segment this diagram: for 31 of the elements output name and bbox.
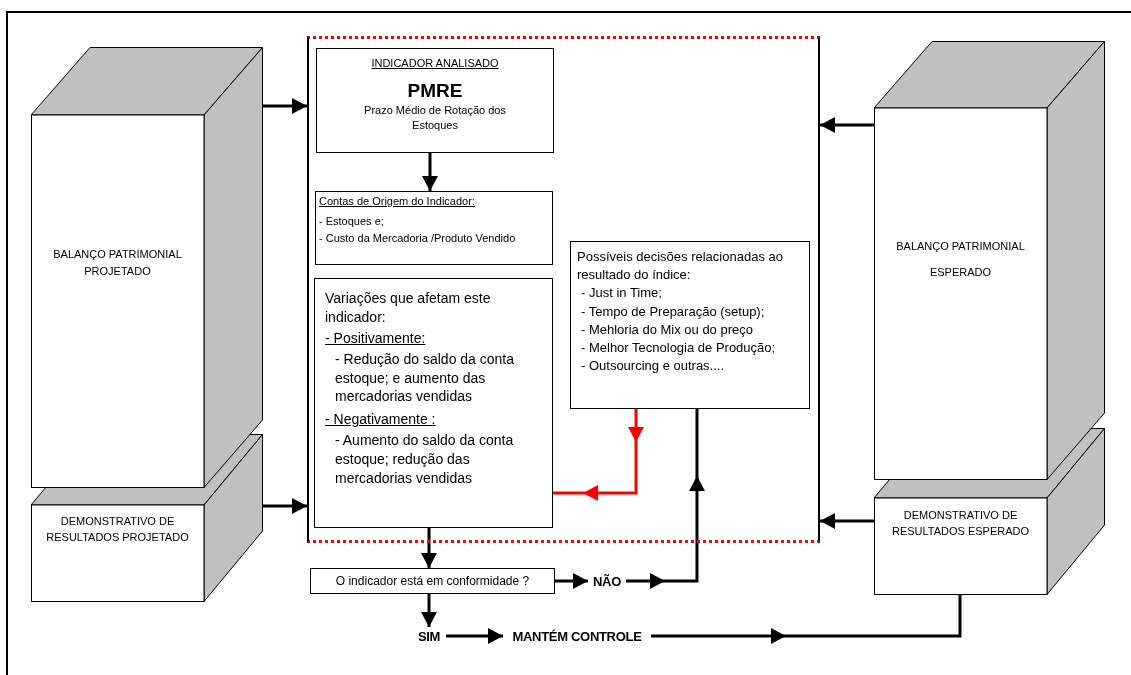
flow-label: NÃO	[588, 572, 626, 590]
process-box	[316, 48, 554, 153]
box-heading: Possíveis decisões relacionadas ao resultado do índice:	[577, 248, 784, 285]
flow-label: MANTÉM CONTROLE	[503, 627, 651, 645]
block-label: BALANÇO PATRIMONIAL ESPERADO	[895, 239, 1026, 281]
box-text: PMRE	[406, 78, 464, 103]
box-text: - Positivamente:	[325, 328, 427, 348]
question-text: O indicador está em conformidade ?	[335, 574, 530, 588]
box-heading: Contas de Origem do Indicador:	[319, 195, 476, 209]
box-text: - Outsourcing e outras....	[581, 357, 726, 376]
box-text: - Mehloria do Mix ou do preço	[581, 320, 754, 339]
flow-label: SIM	[412, 627, 446, 645]
box-text: - Just in Time;	[581, 284, 663, 303]
box-text: Prazo Médio de Rotação dos Estoques	[363, 102, 507, 133]
box-text: - Tempo de Preparação (setup);	[581, 302, 766, 321]
box-text: - Melhor Tecnologia de Produção;	[581, 338, 777, 357]
block-label: DEMONSTRATIVO DE RESULTADOS PROJETADO	[45, 514, 190, 545]
process-box	[570, 241, 810, 409]
box-text: - Aumento do saldo da conta estoque; redução das mercadorias vendidas	[335, 431, 515, 488]
block-label: DEMONSTRATIVO DE RESULTADOS ESPERADO	[890, 508, 1031, 539]
box-text: - Custo da Mercadoria /Produto Vendido	[319, 231, 517, 246]
box-heading: Variações que afetam este indicador:	[325, 289, 492, 327]
box-heading: INDICADOR ANALISADO	[370, 57, 500, 71]
decision-box	[310, 568, 555, 594]
block-label: BALANÇO PATRIMONIAL PROJETADO	[52, 247, 183, 279]
process-box	[315, 191, 553, 265]
process-box	[314, 278, 553, 528]
panel-frame	[307, 36, 820, 543]
box-text: - Negativamente :	[325, 410, 437, 430]
box-text: - Redução do saldo da conta estoque; e aumento das mercadorias vendidas	[335, 349, 515, 407]
box-text: - Estoques e;	[319, 214, 385, 229]
